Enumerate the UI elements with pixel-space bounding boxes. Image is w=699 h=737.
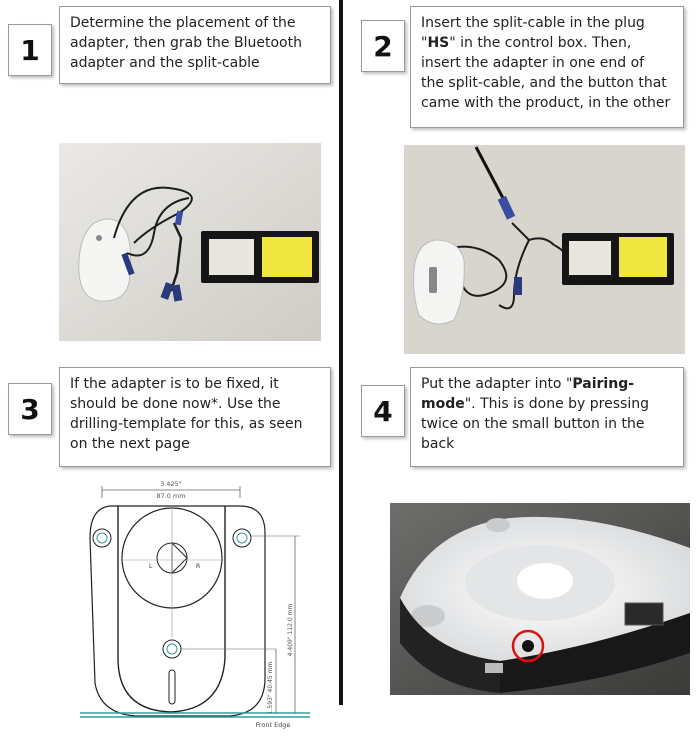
step-2-line: insert the adapter in one end of bbox=[421, 55, 645, 71]
drilling-template-drawing: 3.425" 87.0 mm L R 4.409" 112.0 mm 1.593… bbox=[80, 478, 320, 730]
step-2-line: came with the product, in the other bbox=[421, 95, 671, 111]
right-label: R bbox=[196, 563, 200, 570]
step-3-line: If the adapter is to be fixed, it bbox=[70, 376, 279, 392]
step-4-line: back bbox=[421, 436, 455, 452]
step-4-line: Put the adapter into "Pairing- bbox=[421, 376, 635, 392]
step-2-line: Insert the split-cable in the plug bbox=[421, 15, 645, 31]
step-1-line: Determine the placement of the bbox=[70, 15, 296, 31]
step-1-line: adapter and the split-cable bbox=[70, 55, 260, 71]
step-1-text: Determine the placement of the adapter, … bbox=[59, 6, 331, 84]
width-label-in: 3.425" bbox=[160, 480, 182, 488]
step-4-number: 4 bbox=[361, 385, 405, 437]
photo-adapter-and-cable bbox=[59, 143, 321, 341]
width-label-mm: 87.0 mm bbox=[156, 492, 185, 500]
left-label: L bbox=[149, 563, 153, 570]
mode-label: mode bbox=[421, 396, 465, 412]
step-3-line: should be done now*. Use the bbox=[70, 396, 281, 412]
front-edge-label: Front Edge bbox=[256, 721, 291, 729]
height-label: 4.409" 112.0 mm bbox=[287, 604, 294, 657]
step-3-line: on the next page bbox=[70, 436, 190, 452]
step-2-number: 2 bbox=[361, 20, 405, 72]
step-2-line: the split-cable, and the button that bbox=[421, 75, 667, 91]
step-4-line: twice on the small button in the bbox=[421, 416, 645, 432]
step-3-line: drilling-template for this, as seen bbox=[70, 416, 303, 432]
step-4-text: Put the adapter into "Pairing- mode". Th… bbox=[410, 367, 684, 467]
small-label: 1.593" 40.45 mm bbox=[267, 662, 274, 715]
step-3-number: 3 bbox=[8, 383, 52, 435]
pairing-label: Pairing- bbox=[572, 376, 635, 392]
step-1-line: adapter, then grab the Bluetooth bbox=[70, 35, 302, 51]
photo-connected-cable bbox=[404, 145, 685, 354]
step-3-text: If the adapter is to be fixed, it should… bbox=[59, 367, 331, 467]
column-divider bbox=[339, 0, 343, 705]
step-2-text: Insert the split-cable in the plug "HS" … bbox=[410, 6, 684, 128]
step-2-line: "HS" in the control box. Then, bbox=[421, 35, 632, 51]
hs-plug-label: HS bbox=[427, 35, 450, 51]
photo-adapter-button bbox=[390, 503, 690, 695]
step-1-number: 1 bbox=[8, 24, 52, 76]
step-4-line: mode". This is done by pressing bbox=[421, 396, 649, 412]
